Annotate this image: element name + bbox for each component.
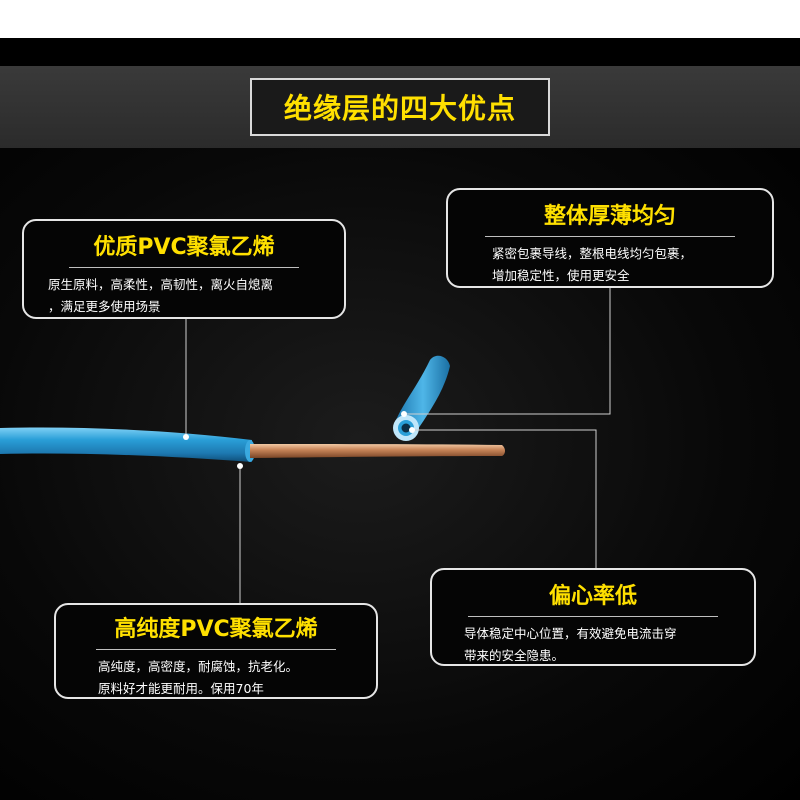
callout-pvc-quality: 优质PVC聚氯乙烯 原生原料，高柔性，高韧性，离火自熄离 ，满足更多使用场景 xyxy=(22,219,346,319)
page-title: 绝缘层的四大优点 xyxy=(283,92,516,125)
callout-high-purity: 高纯度PVC聚氯乙烯 高纯度，高密度，耐腐蚀，抗老化。 原料好才能更耐用。保用7… xyxy=(54,603,378,699)
leader-dot-uniform xyxy=(401,411,407,417)
callout-text-line: 原料好才能更耐用。保用70年 xyxy=(98,681,264,696)
sleeve-hole xyxy=(401,423,411,433)
callout-text-line: 导体稳定中心位置，有效避免电流击穿 xyxy=(464,626,677,641)
callout-low-eccentricity: 偏心率低 导体稳定中心位置，有效避免电流击穿 带来的安全隐患。 xyxy=(430,568,756,666)
callout-text-line: 高纯度，高密度，耐腐蚀，抗老化。 xyxy=(98,659,299,674)
callout-heading: 偏心率低 xyxy=(548,584,637,609)
callout-divider xyxy=(69,267,299,268)
insulated-wire xyxy=(0,427,252,462)
callout-text-line: 带来的安全隐患。 xyxy=(464,648,565,663)
title-box: 绝缘层的四大优点 xyxy=(250,78,550,136)
copper-conductor xyxy=(250,444,505,458)
leader-line-eccentric xyxy=(412,429,597,570)
callout-divider xyxy=(96,649,336,650)
callout-divider xyxy=(485,236,735,237)
callout-text-line: 紧密包裹导线，整根电线均匀包裹， xyxy=(492,246,693,261)
callout-text-line: 原生原料，高柔性，高韧性，离火自熄离 xyxy=(48,277,274,292)
callout-heading: 高纯度PVC聚氯乙烯 xyxy=(114,617,318,642)
leader-dot-pvc xyxy=(183,434,189,440)
top-white-strip xyxy=(0,0,800,38)
callout-divider xyxy=(468,616,718,617)
callout-heading: 优质PVC聚氯乙烯 xyxy=(93,235,275,260)
callout-heading: 整体厚薄均匀 xyxy=(543,204,676,229)
callout-text-line: 增加稳定性，使用更安全 xyxy=(492,268,630,283)
leader-dot-purity xyxy=(237,463,243,469)
callout-text-line: ，满足更多使用场景 xyxy=(48,299,161,314)
callout-uniform-thickness: 整体厚薄均匀 紧密包裹导线，整根电线均匀包裹， 增加稳定性，使用更安全 xyxy=(446,188,774,288)
insulation-sleeve xyxy=(396,355,450,432)
leader-line-uniform xyxy=(404,287,611,415)
leader-dot-eccentric xyxy=(409,427,415,433)
